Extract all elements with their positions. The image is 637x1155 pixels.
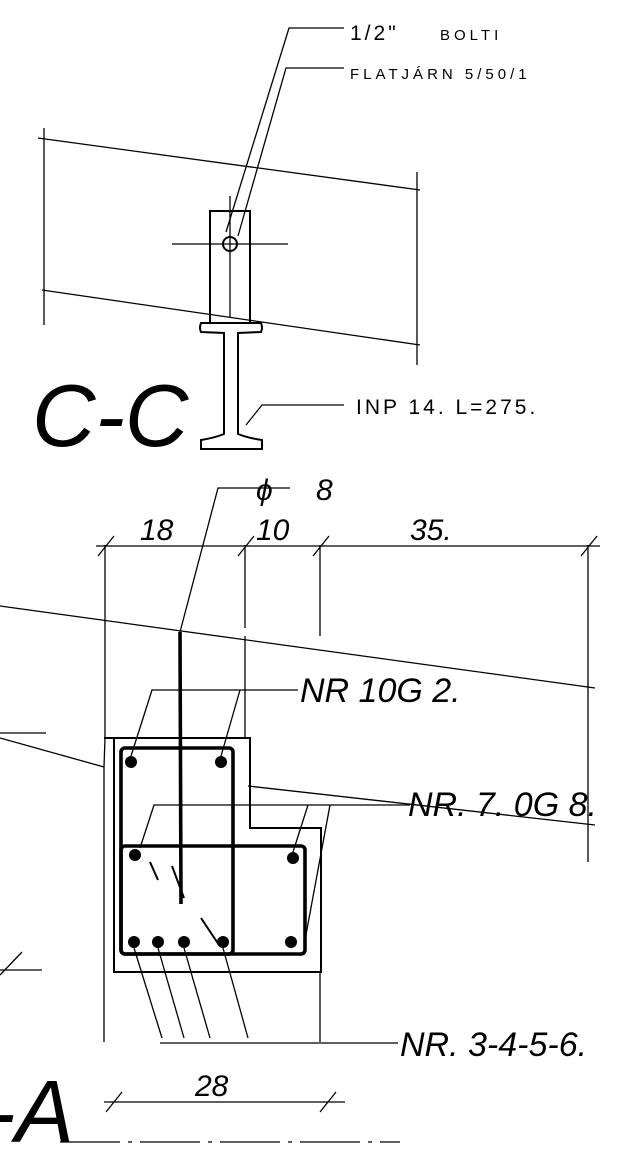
beam-leader-line [245, 404, 344, 426]
bottom-dim-tick-left [105, 1091, 123, 1113]
rebar-bottom-1 [128, 936, 140, 948]
rebar-top-left [125, 756, 137, 768]
nr3456-label: NR. 3-4-5-6. [400, 1026, 587, 1064]
stirrup-horizontal [119, 844, 307, 956]
nr5-leader [183, 947, 211, 1039]
dim-10-label: 10 [256, 514, 290, 547]
rebar-mid-left [129, 849, 141, 861]
phi8-leader-line [179, 487, 290, 633]
nr3-leader [133, 947, 163, 1039]
phi8-rebar [178, 631, 183, 905]
purlin-top-edge [37, 137, 421, 191]
bolt-size-label: 1/2" [350, 22, 399, 45]
slab-bottom-line-left [0, 737, 105, 768]
nr7-leader-3 [304, 804, 331, 941]
nr10-label: NR 10G 2. [300, 672, 461, 710]
beam-label: INP 14. L=275. [356, 396, 538, 419]
phi-symbol: ϕ [256, 474, 273, 507]
nr10-leader-2 [220, 689, 241, 757]
i-beam-profile [199, 322, 263, 450]
stirrup-hook-1 [171, 865, 185, 899]
stirrup-hook-3 [149, 861, 159, 881]
stirrup-hook-2 [200, 917, 220, 946]
phi-value: 8 [316, 474, 333, 507]
flat-bar-leader-line [237, 67, 344, 237]
bolt-leader-line [225, 27, 344, 233]
nr4-leader [157, 947, 185, 1039]
dim-28-label: 28 [194, 1070, 229, 1103]
slab-top-line [0, 605, 596, 689]
slab-bottom-line-right [247, 785, 596, 826]
dim-tick-3 [312, 535, 330, 557]
nr7-leader-1 [139, 804, 410, 849]
nr7-leader-2 [292, 804, 309, 853]
rebar-section-detail: 18 10 35. [0, 474, 600, 1155]
section-cc-title: C-C [32, 366, 190, 465]
dim-tick-2 [237, 535, 255, 557]
bolt-word-label: BOLTI [440, 27, 502, 44]
rebar-top-right [215, 756, 227, 768]
dim-tick-1 [97, 535, 115, 557]
bottom-dim-tick-right [319, 1091, 337, 1113]
rebar-bottom-4 [217, 936, 229, 948]
rebar-bottom-3 [178, 936, 190, 948]
beam-outline-left [103, 620, 106, 1042]
bolt-circle [222, 236, 238, 252]
dim-tick-4 [580, 535, 598, 557]
rebar-bottom-right [285, 936, 297, 948]
dim-35-label: 35. [410, 514, 452, 547]
section-a-title-fragment: -A [0, 1062, 74, 1155]
flat-bar-label: FLATJÁRN 5/50/1 [350, 66, 531, 83]
nr6-leader [222, 947, 249, 1039]
rebar-mid-right [287, 852, 299, 864]
nr10-leader-1 [130, 689, 298, 757]
dim-18-label: 18 [140, 514, 174, 547]
purlin-bottom-edge [41, 289, 421, 346]
beam-outline-inner [104, 737, 322, 973]
adjacent-member-hatch [0, 951, 23, 976]
rebar-bottom-2 [152, 936, 164, 948]
nr7-label: NR. 7. 0G 8. [408, 786, 597, 824]
section-cc-detail: 1/2" BOLTI FLATJÁRN 5/50/1 INP 14. L=275… [32, 22, 538, 465]
